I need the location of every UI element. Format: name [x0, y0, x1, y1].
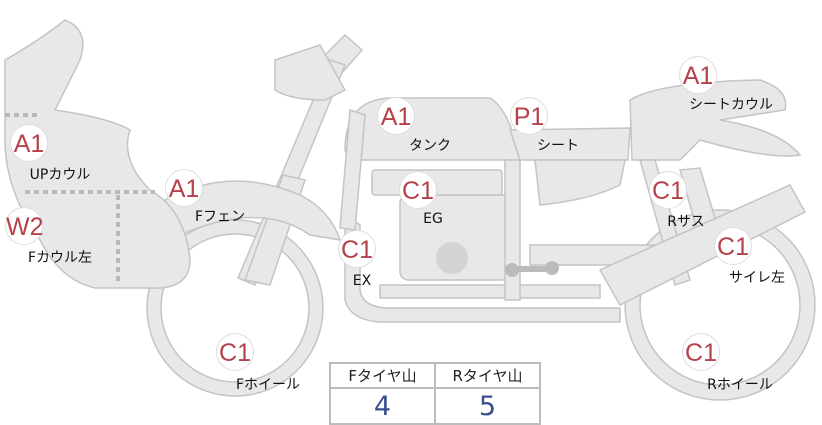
grade-badge-seatcowl[interactable]: A1: [679, 56, 717, 94]
seat-cowl: [629, 79, 802, 161]
front-tread-value: 4: [329, 387, 436, 425]
grade-badge-upcowl[interactable]: A1: [10, 124, 48, 162]
label-silencer-left: サイレ左: [729, 270, 785, 286]
tread-table: Fタイヤ山 Rタイヤ山 4 5: [329, 362, 541, 425]
grade-badge-engine[interactable]: C1: [399, 171, 437, 209]
label-seatcowl: シートカウル: [689, 97, 773, 113]
rear-tread-value: 5: [434, 387, 541, 425]
grade-badge-silencer-left[interactable]: C1: [714, 227, 752, 265]
grade-badge-rwheel[interactable]: C1: [682, 333, 720, 371]
label-fwheel: Fホイール: [235, 377, 301, 393]
front-fender: [164, 180, 342, 241]
silencer: [598, 184, 807, 306]
grade-badge-tank[interactable]: A1: [377, 97, 415, 135]
label-engine: EG: [423, 211, 443, 227]
label-rsus: Rサス: [667, 214, 705, 230]
label-fcowl-left: Fカウル左: [27, 250, 93, 266]
grade-badge-fwheel[interactable]: C1: [216, 333, 254, 371]
front-tread-header: Fタイヤ山: [329, 362, 436, 389]
label-ffender: Fフェン: [194, 209, 246, 225]
grade-badge-exhaust[interactable]: C1: [338, 230, 376, 268]
upper-cowl: [4, 19, 191, 289]
grade-badge-ffender[interactable]: A1: [165, 169, 203, 207]
rear-tread-header: Rタイヤ山: [434, 362, 541, 389]
label-upcowl: UPカウル: [29, 167, 91, 183]
label-tank: タンク: [409, 138, 451, 154]
label-rwheel: Rホイール: [707, 377, 773, 393]
grade-badge-seat[interactable]: P1: [510, 97, 548, 135]
seat: [508, 127, 631, 161]
label-exhaust: EX: [352, 273, 372, 289]
grade-badge-fcowl-left[interactable]: W2: [5, 207, 44, 245]
grade-badge-rsus[interactable]: C1: [649, 171, 687, 209]
label-seat: シート: [537, 138, 579, 154]
